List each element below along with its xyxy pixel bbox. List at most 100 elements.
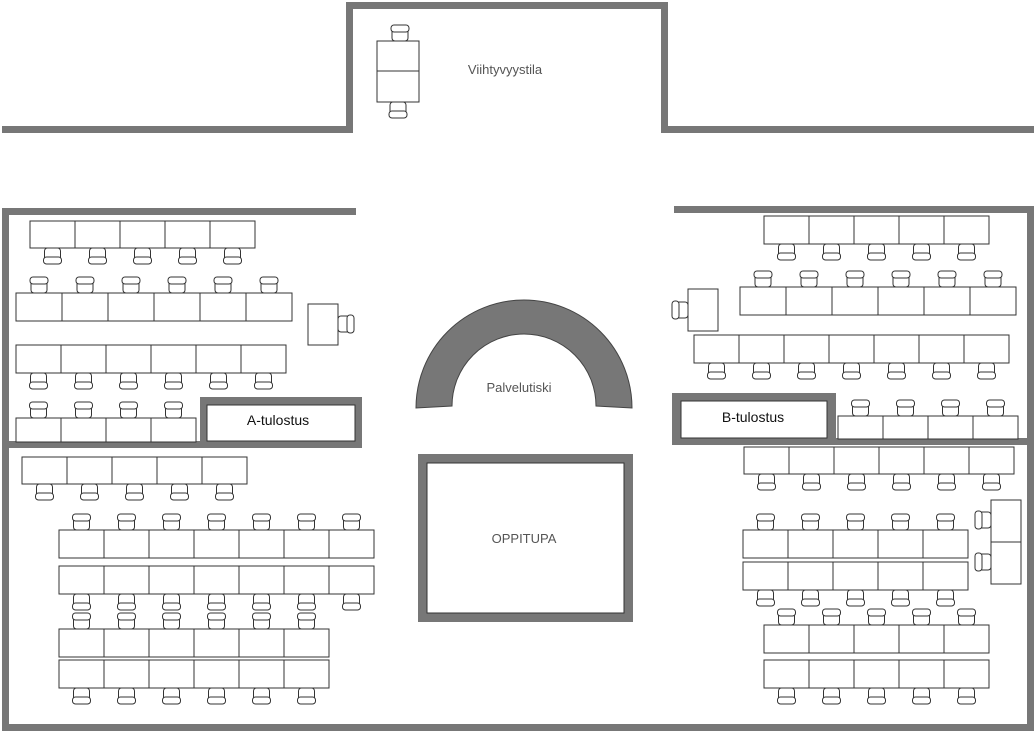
chair <box>72 513 91 531</box>
service-desk-label: Palvelutiski <box>486 380 551 395</box>
chair <box>207 612 226 630</box>
chair <box>133 247 152 265</box>
desk <box>283 529 330 559</box>
chair <box>846 513 865 531</box>
desk <box>150 417 197 443</box>
chair <box>937 270 957 288</box>
chair <box>297 513 316 531</box>
desk <box>833 446 880 475</box>
chair <box>891 589 910 607</box>
desk <box>738 334 785 364</box>
wall-hall-bottom <box>2 724 1034 731</box>
desk <box>74 220 121 249</box>
chair <box>867 608 886 626</box>
desk <box>193 529 240 559</box>
chair <box>297 593 316 611</box>
wall-top-right <box>661 126 1034 133</box>
chair <box>756 513 775 531</box>
desk <box>788 446 835 475</box>
chair <box>801 513 820 531</box>
print-a-label: A-tulostus <box>247 412 309 428</box>
desk <box>148 659 195 689</box>
desk <box>763 624 810 654</box>
chair <box>297 612 316 630</box>
chair <box>388 101 408 119</box>
chair <box>215 483 234 501</box>
desk <box>58 659 105 689</box>
desk-row <box>58 659 330 689</box>
desk <box>29 220 76 249</box>
chair <box>72 687 91 705</box>
desk-row <box>743 446 1015 475</box>
chair <box>822 243 841 261</box>
desk-row <box>742 561 969 591</box>
chair <box>390 24 410 42</box>
chair <box>74 401 93 419</box>
chair <box>178 247 197 265</box>
desk <box>832 529 879 559</box>
chair <box>342 513 361 531</box>
desk <box>787 529 834 559</box>
desk <box>156 456 203 485</box>
chair <box>117 593 136 611</box>
desk <box>328 529 375 559</box>
chair <box>932 362 951 380</box>
desk-row <box>763 659 990 689</box>
desk-row <box>693 334 1010 364</box>
desk <box>969 286 1017 316</box>
chair <box>842 362 861 380</box>
chair <box>207 593 226 611</box>
chair <box>851 399 870 417</box>
desk <box>923 286 971 316</box>
print-b-label: B-tulostus <box>722 409 784 425</box>
desk <box>193 565 240 595</box>
chair <box>757 473 776 491</box>
desk <box>927 415 974 440</box>
chair <box>977 362 996 380</box>
desk <box>105 417 152 443</box>
chair <box>164 372 183 390</box>
desk <box>164 220 211 249</box>
desk <box>283 565 330 595</box>
chair <box>29 401 48 419</box>
chair <box>974 552 992 572</box>
lounge-desk <box>376 70 420 103</box>
desk-row <box>763 624 990 654</box>
desk <box>972 415 1019 440</box>
chair <box>936 513 955 531</box>
desk <box>873 334 920 364</box>
chair <box>891 270 911 288</box>
desk <box>105 344 152 374</box>
desk-row <box>58 628 330 658</box>
chair <box>797 362 816 380</box>
desk <box>238 659 285 689</box>
desk <box>58 628 105 658</box>
learning-room-label: OPPITUPA <box>492 531 557 546</box>
desk <box>878 446 925 475</box>
chair <box>912 243 931 261</box>
desk <box>193 628 240 658</box>
desk <box>877 529 924 559</box>
chair <box>896 399 915 417</box>
chair <box>162 612 181 630</box>
desk <box>307 303 339 346</box>
chair <box>891 513 910 531</box>
desk <box>943 659 990 689</box>
desk <box>687 288 719 332</box>
chair <box>162 513 181 531</box>
chair <box>847 473 866 491</box>
desk <box>968 446 1015 475</box>
chair <box>801 589 820 607</box>
chair <box>752 362 771 380</box>
desk <box>328 565 375 595</box>
desk <box>199 292 247 322</box>
desk <box>742 561 789 591</box>
wall-hall-top-left <box>2 208 356 215</box>
desk <box>61 292 109 322</box>
chair <box>957 687 976 705</box>
desk <box>787 561 834 591</box>
desk <box>877 286 925 316</box>
chair <box>707 362 726 380</box>
chair <box>252 687 271 705</box>
